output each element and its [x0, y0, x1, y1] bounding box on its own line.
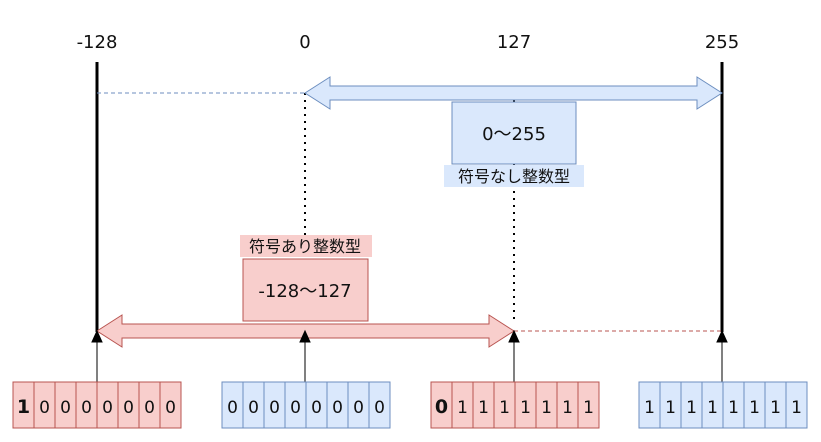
bit-value: 0 [144, 398, 155, 418]
bit-value: 0 [311, 398, 322, 418]
unsigned-range-box [451, 101, 577, 165]
bit-cell [785, 381, 808, 429]
signed-type-label: 符号あり整数型 [249, 237, 361, 256]
bit-value: 1 [728, 398, 739, 418]
bit-cell [159, 381, 182, 429]
bit-value: 0 [248, 398, 259, 418]
bit-value: 1 [499, 398, 510, 418]
bit-value: 1 [770, 398, 781, 418]
tick-label-zero: 0 [299, 32, 310, 53]
bit-value: 1 [562, 398, 573, 418]
bit-value: 1 [541, 398, 552, 418]
signed-type-label-bg [240, 235, 372, 257]
bit-value: 0 [60, 398, 71, 418]
signed-range-box [242, 258, 369, 322]
bit-value: 1 [478, 398, 489, 418]
bit-value: 0 [81, 398, 92, 418]
bit-value: 0 [374, 398, 385, 418]
bit-value: 0 [290, 398, 301, 418]
bit-value: 1 [665, 398, 676, 418]
bit-cell [368, 381, 391, 429]
bit-value: 0 [435, 396, 448, 418]
pointer-arrowhead-max [716, 329, 728, 343]
signed-range-label: -128〜127 [258, 281, 351, 302]
bit-value: 0 [123, 398, 134, 418]
bit-value: 0 [269, 398, 280, 418]
tick-label-127: 127 [497, 32, 531, 53]
bit-value: 0 [39, 398, 50, 418]
pointer-arrowhead-zero [299, 329, 311, 343]
bit-value: 1 [583, 398, 594, 418]
bit-value: 1 [17, 396, 30, 418]
bit-value: 0 [165, 398, 176, 418]
unsigned-type-label-bg [444, 165, 584, 187]
bit-value: 1 [457, 398, 468, 418]
bit-value: 1 [749, 398, 760, 418]
unsigned-range-label: 0〜255 [482, 124, 546, 145]
pointer-arrowhead-min [91, 329, 103, 343]
bit-value: 1 [791, 398, 802, 418]
bit-value: 0 [227, 398, 238, 418]
bit-value: 1 [686, 398, 697, 418]
bit-cell [577, 381, 600, 429]
bit-value: 1 [520, 398, 531, 418]
tick-label-max: 255 [705, 32, 739, 53]
bit-value: 0 [102, 398, 113, 418]
bit-value: 0 [353, 398, 364, 418]
bit-value: 0 [332, 398, 343, 418]
bit-value: 1 [707, 398, 718, 418]
unsigned-range-arrow [304, 76, 723, 110]
pointer-arrowhead-127 [508, 329, 520, 343]
unsigned-type-label: 符号なし整数型 [458, 167, 570, 186]
bit-value: 1 [644, 398, 655, 418]
tick-label-min: -128 [77, 32, 118, 53]
